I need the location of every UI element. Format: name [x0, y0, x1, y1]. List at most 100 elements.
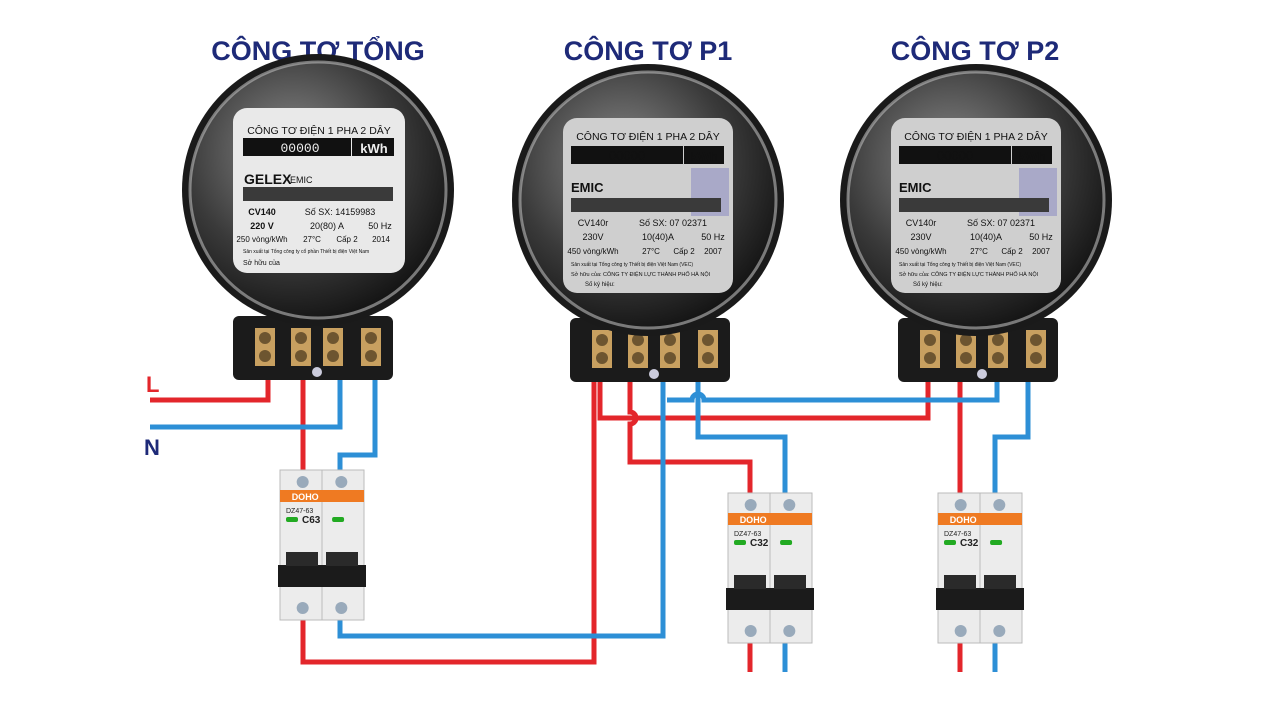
status-indicator: [780, 540, 793, 545]
meter-owner: Sở hữu của: CÔNG TY ĐIỆN LỰC THÀNH PHỐ H…: [571, 270, 711, 278]
meter-class: Cấp 2: [673, 247, 695, 256]
meter-owner: Sở hữu của: CÔNG TY ĐIỆN LỰC THÀNH PHỐ H…: [899, 270, 1039, 278]
meter-voltage: 220 V: [250, 221, 274, 231]
screw-icon: [783, 625, 796, 637]
screw-icon: [744, 625, 757, 637]
status-indicator: [332, 517, 345, 522]
meter-model: CV140r: [906, 218, 937, 228]
meter-heading: CÔNG TƠ ĐIỆN 1 PHA 2 DÂY: [247, 124, 391, 137]
meter-frequency: 50 Hz: [1029, 232, 1053, 242]
screw-icon: [335, 602, 348, 614]
meter-temp: 27°C: [970, 247, 988, 256]
status-indicator: [944, 540, 956, 545]
screw-icon: [993, 625, 1006, 637]
screw-icon: [783, 499, 796, 511]
meter-serial: Số SX: 07 02371: [639, 218, 707, 228]
neutral-p2-out-wire: [992, 370, 1031, 500]
meter-maker: Sản xuất tại Tổng công ty Thiết bị điện …: [571, 261, 693, 268]
neutral-breaker-to-p1-wire: [337, 370, 666, 639]
meter-current: 10(40)A: [970, 232, 1002, 242]
meter-brand: EMIC: [899, 180, 932, 195]
meter-constant: 450 vòng/kWh: [895, 247, 946, 256]
meter-voltage: 230V: [910, 232, 931, 242]
meter-counter: 00000: [280, 141, 319, 156]
breaker-rating: C32: [750, 538, 769, 549]
screw-icon: [296, 476, 309, 488]
title-meter-p1: CÔNG TƠ P1: [564, 35, 733, 66]
meter-frequency: 50 Hz: [701, 232, 725, 242]
screw-icon: [954, 499, 967, 511]
title-meter-p2: CÔNG TƠ P2: [891, 35, 1060, 66]
breaker-model: DZ47-63: [286, 508, 313, 515]
meter-voltage: 230V: [582, 232, 603, 242]
label-neutral: N: [144, 435, 160, 460]
meter-unit: kWh: [690, 149, 718, 164]
meter-brand: EMIC: [571, 180, 604, 195]
toggle-lever[interactable]: [936, 588, 1024, 610]
breaker-brand: DOHO: [292, 492, 319, 502]
meter-model: CV140: [248, 207, 276, 217]
label-live: L: [146, 372, 159, 397]
brand-band: [280, 490, 364, 502]
neutral-input-wire: [150, 370, 343, 430]
status-indicator: [286, 517, 298, 522]
meter-counter: 00000: [609, 148, 645, 163]
meter-owner: Sở hữu của: [243, 259, 280, 267]
meter-temp: 27°C: [303, 235, 321, 244]
meter-year: 2007: [1032, 247, 1050, 256]
status-indicator: [990, 540, 1003, 545]
meter-unit: kWh: [360, 141, 388, 156]
meter-constant: 250 vòng/kWh: [236, 235, 287, 244]
meter-serial: Số SX: 14159983: [305, 207, 376, 217]
meter-constant: 450 vòng/kWh: [567, 247, 618, 256]
meter-sub-brand: EMIC: [290, 175, 313, 185]
screw-icon: [744, 499, 757, 511]
meter-current: 20(80) A: [310, 221, 344, 231]
meter-mark: Số ký hiệu:: [913, 282, 943, 288]
meter-maker: Sản xuất tại Tổng công ty cổ phần Thiết …: [243, 248, 369, 255]
breaker-model: DZ47-63: [734, 531, 761, 538]
meter-counter: 00000: [937, 148, 973, 163]
meter-mark: Số ký hiệu:: [585, 282, 615, 288]
breaker-brand: DOHO: [950, 515, 977, 525]
meter-year: 2014: [372, 235, 390, 244]
screw-icon: [954, 625, 967, 637]
live-p1-out-wire: [627, 370, 753, 500]
meter-model: CV140r: [578, 218, 609, 228]
toggle-lever[interactable]: [278, 565, 366, 587]
meter-class: Cấp 2: [1001, 247, 1023, 256]
meter-serial: Số SX: 07 02371: [967, 218, 1035, 228]
breaker-rating: C63: [302, 515, 321, 526]
screw-icon: [335, 476, 348, 488]
meter-temp: 27°C: [642, 247, 660, 256]
meter-unit: kWh: [1018, 149, 1046, 164]
meter-heading: CÔNG TƠ ĐIỆN 1 PHA 2 DÂY: [576, 130, 720, 143]
meter-class: Cấp 2: [336, 235, 358, 244]
meter-maker: Sản xuất tại Tổng công ty Thiết bị điện …: [899, 261, 1021, 268]
main-meter: CÔNG TƠ ĐIỆN 1 PHA 2 DÂY 00000 kWh GELEX…: [180, 52, 456, 380]
breaker-model: DZ47-63: [944, 531, 971, 538]
meter-frequency: 50 Hz: [368, 221, 392, 231]
breaker-rating: C32: [960, 538, 979, 549]
neutral-p1-out-wire: [695, 370, 788, 500]
brand-band: [938, 513, 1022, 525]
meter-heading: CÔNG TƠ ĐIỆN 1 PHA 2 DÂY: [904, 130, 1048, 143]
live-wires: [150, 370, 963, 672]
breaker-brand: DOHO: [740, 515, 767, 525]
neutral-wires: [150, 370, 1031, 672]
meter-brand: GELEX: [244, 171, 292, 187]
live-breaker-to-p1-wire: [300, 370, 597, 665]
screw-icon: [993, 499, 1006, 511]
toggle-lever[interactable]: [726, 588, 814, 610]
meter-year: 2007: [704, 247, 722, 256]
screw-icon: [296, 602, 309, 614]
wires: [150, 370, 1031, 672]
live-input-wire: [150, 370, 271, 403]
